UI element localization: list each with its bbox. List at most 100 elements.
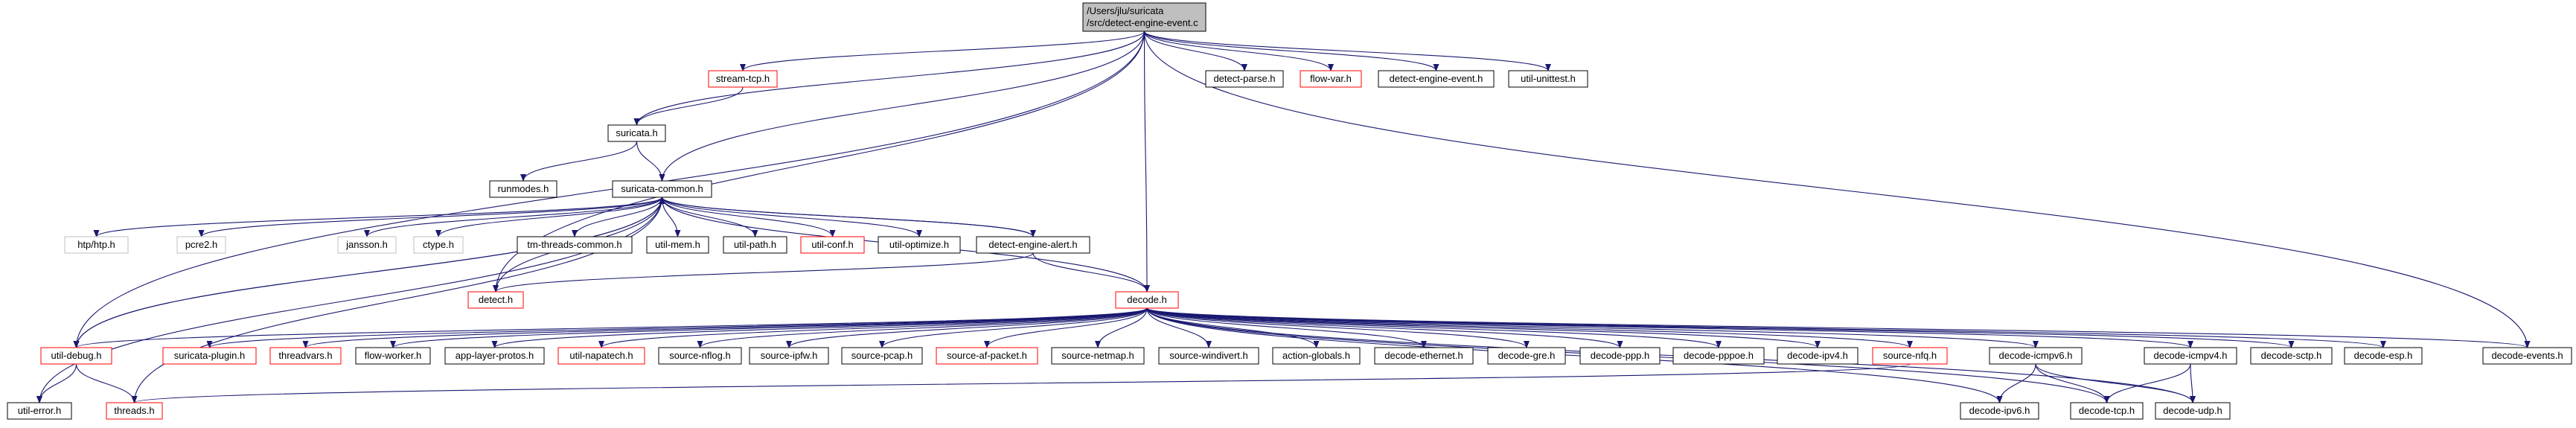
node-box (64, 236, 129, 254)
root-node-line1: /Users/jlu/suricata (1087, 5, 1164, 16)
node-box (976, 236, 1090, 254)
edge-suricata-common-h-to-htp-htp-h (93, 197, 663, 237)
node-detect-engine-alert-h[interactable]: detect-engine-alert.h (976, 236, 1090, 254)
node-box (1508, 70, 1588, 88)
node-decode-ipv6-h[interactable]: decode-ipv6.h (1960, 402, 2039, 420)
edge-root-to-suricata-common-h (659, 31, 1145, 182)
node-source-nfq-h[interactable]: source-nfq.h (1872, 347, 1948, 365)
edge-decode-h-to-threadvars-h (302, 307, 1148, 348)
node-util-mem-h[interactable]: util-mem.h (646, 236, 709, 254)
edge-suricata-common-h-to-threads-h (131, 197, 663, 403)
edge-suricata-h-to-suricata-common-h (636, 141, 665, 182)
node-source-nflog-h[interactable]: source-nflog.h (658, 347, 742, 365)
node-label: source-nflog.h (669, 350, 730, 361)
node-decode-esp-h[interactable]: decode-esp.h (2344, 347, 2423, 365)
node-label: util-optimize.h (889, 239, 949, 250)
node-util-optimize-h[interactable]: util-optimize.h (878, 236, 961, 254)
node-util-path-h[interactable]: util-path.h (723, 236, 787, 254)
node-label: decode-udp.h (2163, 405, 2222, 416)
node-stream-tcp-h[interactable]: stream-tcp.h (708, 70, 778, 88)
edge-decode-h-to-source-pcap-h (879, 307, 1148, 348)
node-label: detect-parse.h (1213, 73, 1275, 84)
node-label: util-unittest.h (1521, 73, 1576, 84)
node-decode-icmpv4-h[interactable]: decode-icmpv4.h (2144, 347, 2237, 365)
node-decode-tcp-h[interactable]: decode-tcp.h (2070, 402, 2144, 420)
node-tm-threads-common-h[interactable]: tm-threads-common.h (517, 236, 633, 254)
node-decode-h[interactable]: decode.h (1115, 291, 1179, 309)
node-flow-var-h[interactable]: flow-var.h (1300, 70, 1362, 88)
node-util-unittest-h[interactable]: util-unittest.h (1508, 70, 1588, 88)
node-label: detect-engine-event.h (1390, 73, 1483, 84)
node-pcre2-h[interactable]: pcre2.h (176, 236, 226, 254)
edge-suricata-common-h-to-util-conf-h (661, 197, 836, 237)
node-decode-ethernet-h[interactable]: decode-ethernet.h (1374, 347, 1474, 365)
node-detect-engine-event-h[interactable]: detect-engine-event.h (1378, 70, 1495, 88)
node-label: suricata-common.h (621, 183, 703, 194)
node-source-pcap-h[interactable]: source-pcap.h (841, 347, 923, 365)
edge-suricata-h-to-runmodes-h (520, 141, 638, 182)
node-source-ipfw-h[interactable]: source-ipfw.h (749, 347, 829, 365)
node-box (878, 236, 961, 254)
node-box (1989, 347, 2083, 365)
node-box (612, 180, 712, 198)
node-box (1487, 347, 1566, 365)
edge-root-to-decode-events-h (1143, 31, 2531, 348)
node-box (841, 347, 923, 365)
node-decode-icmpv6-h[interactable]: decode-icmpv6.h (1989, 347, 2083, 365)
edge-decode-h-to-decode-pppoe-h (1146, 307, 1722, 348)
node-label: decode-icmpv6.h (1999, 350, 2073, 361)
node-box (413, 236, 464, 254)
node-util-error-h[interactable]: util-error.h (7, 402, 72, 420)
node-decode-pppoe-h[interactable]: decode-pppoe.h (1672, 347, 1765, 365)
node-label: source-af-packet.h (947, 350, 1027, 361)
node-htp-htp-h[interactable]: htp/htp.h (64, 236, 129, 254)
edge-decode-icmpv4-h-to-decode-udp-h (2189, 363, 2196, 403)
node-label: threadvars.h (278, 350, 332, 361)
node-decode-sctp-h[interactable]: decode-sctp.h (2250, 347, 2333, 365)
edge-util-debug-h-to-util-error-h (36, 363, 77, 403)
node-detect-parse-h[interactable]: detect-parse.h (1205, 70, 1284, 88)
node-decode-ppp-h[interactable]: decode-ppp.h (1579, 347, 1661, 365)
node-box (106, 402, 163, 420)
node-flow-worker-h[interactable]: flow-worker.h (355, 347, 431, 365)
node-label: util-debug.h (51, 350, 102, 361)
node-box (517, 236, 633, 254)
edge-decode-h-to-suricata-plugin-h (206, 307, 1148, 348)
node-label: source-pcap.h (851, 350, 913, 361)
root-node[interactable]: /Users/jlu/suricata /src/detect-engine-e… (1082, 2, 1206, 32)
node-box (467, 291, 524, 309)
node-suricata-h[interactable]: suricata.h (607, 124, 666, 142)
node-util-debug-h[interactable]: util-debug.h (40, 347, 112, 365)
node-util-conf-h[interactable]: util-conf.h (800, 236, 865, 254)
node-decode-gre-h[interactable]: decode-gre.h (1487, 347, 1566, 365)
node-decode-events-h[interactable]: decode-events.h (2482, 347, 2572, 365)
node-suricata-common-h[interactable]: suricata-common.h (612, 180, 712, 198)
node-runmodes-h[interactable]: runmodes.h (489, 180, 557, 198)
node-app-layer-protos-h[interactable]: app-layer-protos.h (444, 347, 545, 365)
node-jansson-h[interactable]: jansson.h (337, 236, 397, 254)
node-suricata-plugin-h[interactable]: suricata-plugin.h (162, 347, 257, 365)
node-threads-h[interactable]: threads.h (106, 402, 163, 420)
node-box (723, 236, 787, 254)
node-decode-ipv4-h[interactable]: decode-ipv4.h (1777, 347, 1859, 365)
node-box (2155, 402, 2231, 420)
edge-root-to-stream-tcp-h (740, 31, 1145, 71)
node-detect-h[interactable]: detect.h (467, 291, 524, 309)
edge-decode-h-to-decode-icmpv6-h (1146, 307, 2039, 348)
node-box (162, 347, 257, 365)
node-box (444, 347, 545, 365)
node-decode-udp-h[interactable]: decode-udp.h (2155, 402, 2231, 420)
node-box (1158, 347, 1259, 365)
node-label: decode-sctp.h (2261, 350, 2322, 361)
node-util-napatech-h[interactable]: util-napatech.h (557, 347, 645, 365)
node-action-globals-h[interactable]: action-globals.h (1272, 347, 1361, 365)
node-source-af-packet-h[interactable]: source-af-packet.h (936, 347, 1038, 365)
edge-decode-h-to-decode-events-h (1146, 307, 2530, 348)
edge-root-to-util-debug-h (73, 31, 1145, 348)
node-source-windivert-h[interactable]: source-windivert.h (1158, 347, 1259, 365)
node-threadvars-h[interactable]: threadvars.h (269, 347, 342, 365)
node-box (646, 236, 709, 254)
node-ctype-h[interactable]: ctype.h (413, 236, 464, 254)
node-source-netmap-h[interactable]: source-netmap.h (1051, 347, 1145, 365)
